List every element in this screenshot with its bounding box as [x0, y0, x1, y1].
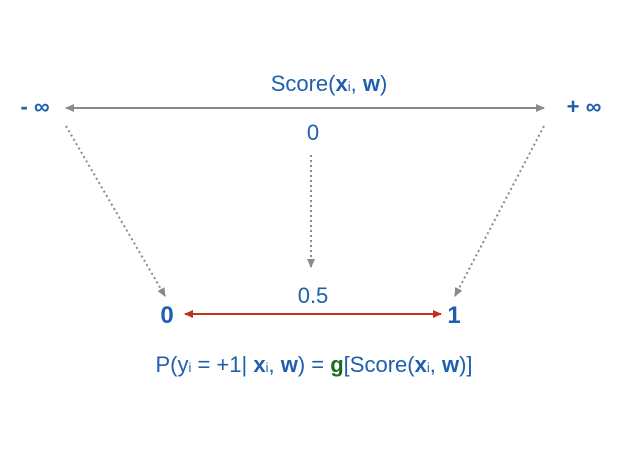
- formula-close-all: )]: [459, 352, 472, 377]
- score-label-comma: ,: [351, 71, 363, 96]
- formula-comma2: ,: [430, 352, 442, 377]
- formula-bracket-score: [Score(: [344, 352, 416, 377]
- formula-g: g: [330, 352, 343, 377]
- formula-close-eq: ) =: [298, 352, 330, 377]
- score-label-text: Score(: [271, 71, 336, 96]
- score-label-close: ): [380, 71, 387, 96]
- plus-infinity-label: + ∞: [567, 94, 602, 119]
- formula-sub-i3: i: [427, 360, 430, 375]
- formula-w2: w: [441, 352, 460, 377]
- score-zero-label: 0: [307, 120, 319, 145]
- formula-p-open: P(y: [155, 352, 188, 377]
- score-label-w: w: [362, 71, 381, 96]
- probability-formula: P(yi = +1| xi, w) = g[Score(xi, w)]: [155, 352, 472, 377]
- dotted-arrow-right: [454, 125, 545, 297]
- score-label: Score(xi, w): [271, 71, 388, 96]
- formula-sub-i2: i: [266, 360, 269, 375]
- formula-w: w: [280, 352, 299, 377]
- minus-infinity-label: - ∞: [20, 94, 49, 119]
- probability-one-label: 1: [447, 302, 460, 329]
- formula-comma: ,: [268, 352, 280, 377]
- formula-x2: x: [415, 352, 428, 377]
- formula-sub-i: i: [188, 360, 191, 375]
- score-label-sub-i: i: [348, 79, 351, 94]
- formula-x: x: [253, 352, 266, 377]
- dotted-arrow-left: [65, 125, 166, 297]
- probability-zero-label: 0: [160, 302, 173, 329]
- probability-mid-label: 0.5: [298, 283, 329, 308]
- score-label-x: x: [335, 71, 348, 96]
- formula-eq-part: = +1|: [191, 352, 253, 377]
